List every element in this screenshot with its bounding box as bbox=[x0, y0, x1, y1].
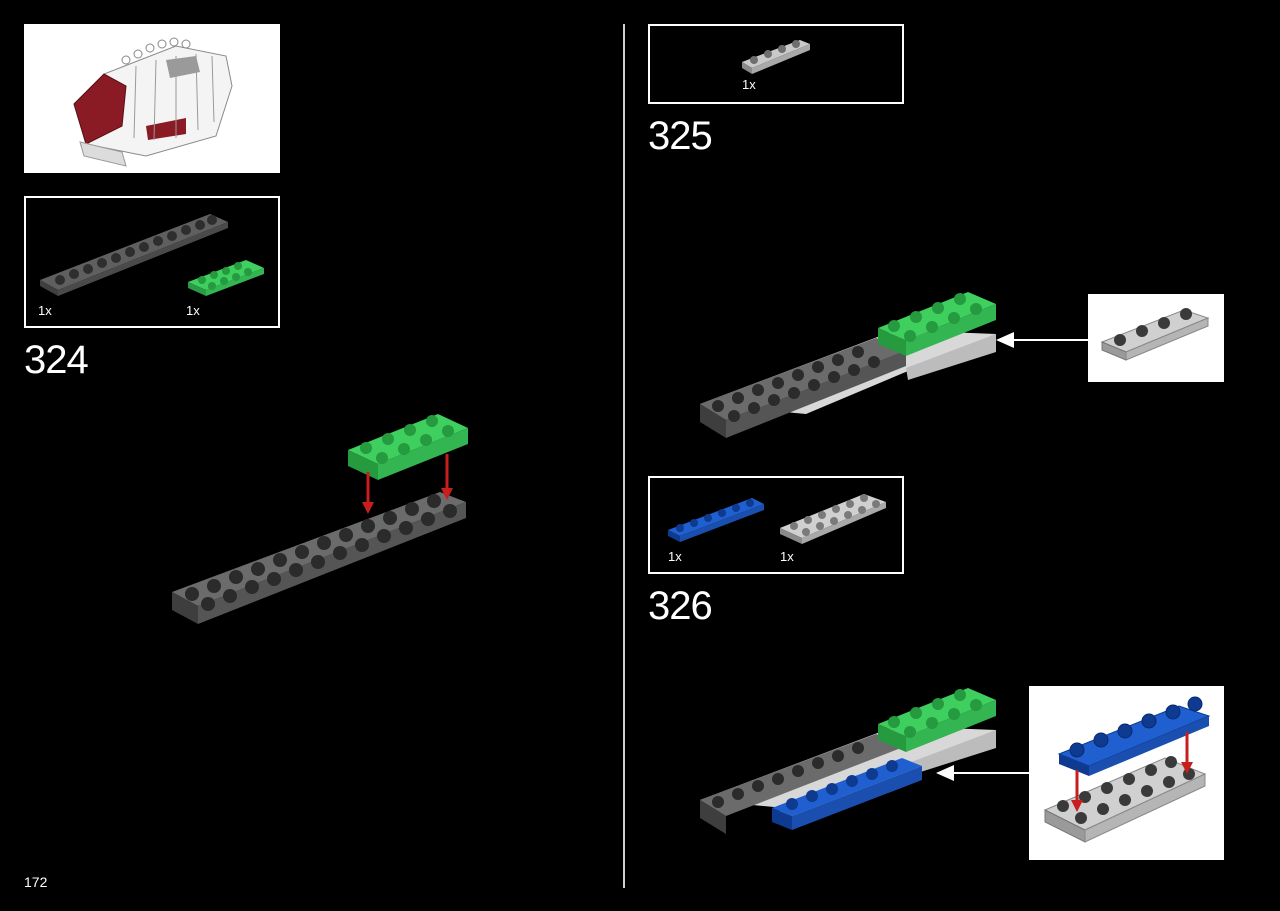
step-325-assembly bbox=[700, 292, 996, 438]
step-325-number: 325 bbox=[648, 114, 713, 158]
callout-blue-on-gray-plate bbox=[1043, 696, 1211, 843]
step-324-part-1-qty: 1x bbox=[38, 303, 52, 318]
step-326-part-2-qty: 1x bbox=[780, 549, 794, 564]
step-324-part-2-qty: 1x bbox=[186, 303, 200, 318]
green-plate-2x4 bbox=[188, 260, 264, 296]
step-326-callout-arrow bbox=[936, 765, 1030, 781]
callout-light-gray-plate bbox=[1100, 308, 1210, 361]
step-325-callout bbox=[1088, 294, 1224, 382]
dark-gray-plate-1x12 bbox=[40, 214, 228, 296]
step-326-number: 326 bbox=[648, 584, 713, 628]
step-326-part-1-qty: 1x bbox=[668, 549, 682, 564]
page-divider bbox=[623, 24, 625, 888]
light-gray-plate-1x4 bbox=[742, 40, 810, 74]
model-preview-image bbox=[73, 37, 233, 167]
step-324-assembly bbox=[172, 414, 468, 624]
step-325-part-1-qty: 1x bbox=[742, 77, 756, 92]
model-preview-box bbox=[24, 24, 280, 173]
step-325-callout-arrow bbox=[996, 332, 1090, 348]
page-number: 172 bbox=[24, 874, 48, 890]
step-326-parts-box: 1x 1x bbox=[648, 476, 904, 574]
light-gray-plate-2x6 bbox=[780, 494, 886, 544]
blue-plate-1x6 bbox=[668, 498, 764, 542]
step-326-assembly bbox=[700, 688, 996, 834]
step-324-number: 324 bbox=[24, 338, 89, 382]
step-325-parts-box: 1x bbox=[648, 24, 904, 104]
step-326-callout bbox=[1029, 686, 1224, 860]
step-324-parts-box: 1x 1x bbox=[24, 196, 280, 328]
